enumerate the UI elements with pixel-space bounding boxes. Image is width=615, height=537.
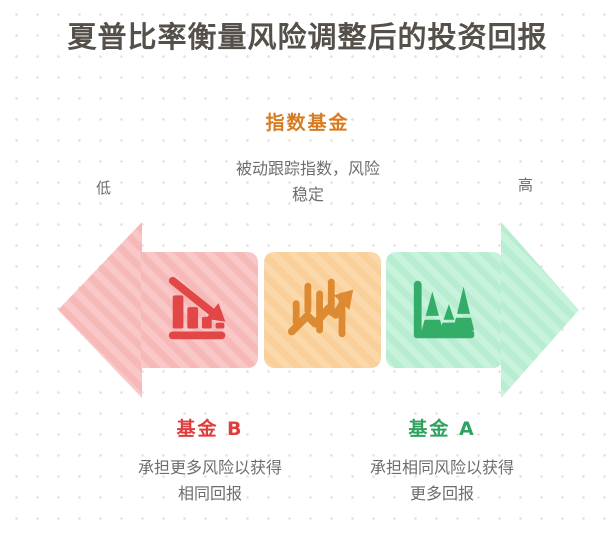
risk-high-label: 高 bbox=[518, 176, 534, 194]
index-fund-description: 被动跟踪指数，风险 稳定 bbox=[158, 156, 458, 208]
fund-a-block: 基金 A 承担相同风险以获得 更多回报 bbox=[332, 414, 552, 507]
declining-bar-chart-icon bbox=[161, 271, 239, 349]
fund-a-name: 基金 A bbox=[408, 418, 476, 440]
index-fund-desc-line2: 稳定 bbox=[291, 185, 324, 204]
page-title: 夏普比率衡量风险调整后的投资回报 bbox=[67, 20, 548, 54]
arrow-head-left bbox=[58, 222, 142, 398]
risk-low-label: 低 bbox=[96, 179, 112, 197]
fund-b-desc-line2: 相同回报 bbox=[177, 484, 242, 503]
arrow-segment-index-fund bbox=[264, 252, 381, 368]
peak-bars-chart-icon bbox=[406, 271, 484, 349]
fund-b-block: 基金 B 承担更多风险以获得 相同回报 bbox=[100, 414, 320, 507]
arrow-segment-fund-a bbox=[386, 252, 503, 368]
index-fund-desc-line1: 被动跟踪指数，风险 bbox=[235, 159, 380, 178]
fund-a-desc-line1: 承担相同风险以获得 bbox=[369, 458, 514, 477]
fund-a-description: 承担相同风险以获得 更多回报 bbox=[332, 455, 552, 507]
fund-a-desc-line2: 更多回报 bbox=[409, 484, 474, 503]
fund-b-desc-line1: 承担更多风险以获得 bbox=[137, 458, 282, 477]
index-fund-heading: 指数基金 bbox=[265, 112, 350, 134]
fund-b-name: 基金 B bbox=[176, 418, 244, 440]
candlestick-uptrend-icon bbox=[284, 271, 362, 349]
arrow-head-right bbox=[501, 222, 579, 398]
fund-b-description: 承担更多风险以获得 相同回报 bbox=[100, 455, 320, 507]
arrow-segment-fund-b bbox=[141, 252, 258, 368]
